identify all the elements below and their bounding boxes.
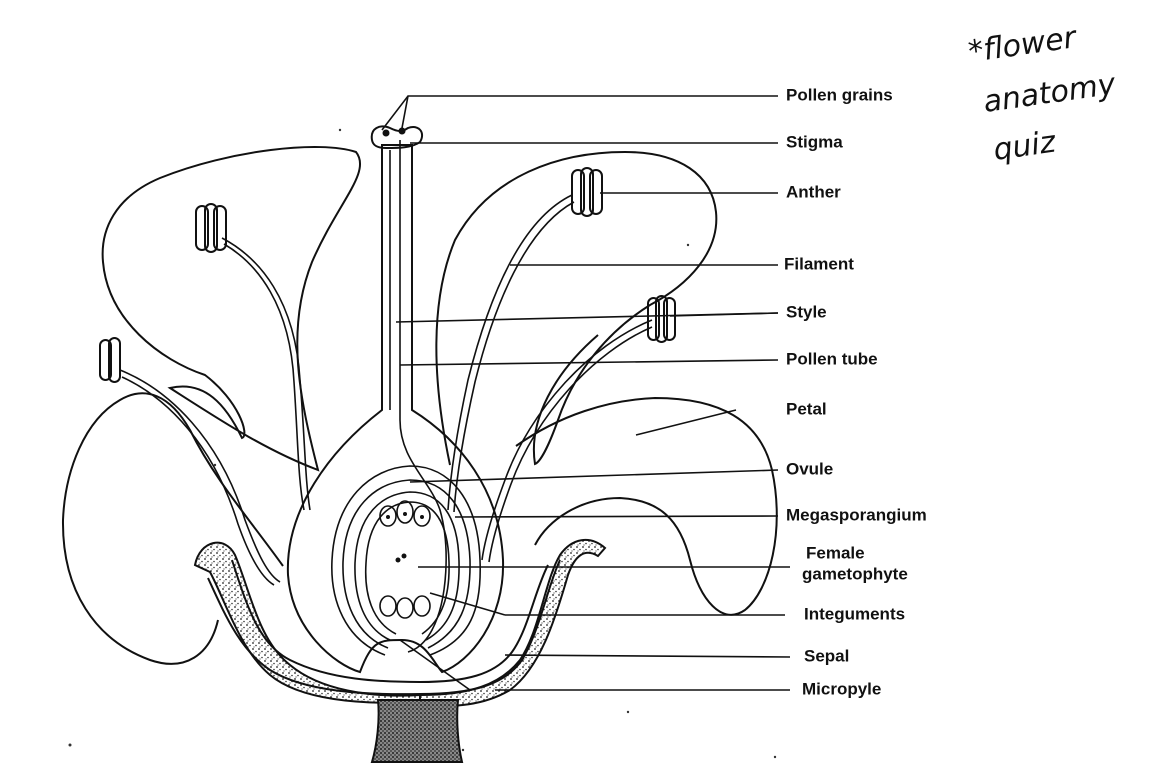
stigma-shape — [370, 125, 424, 150]
filament-left-lower-b — [121, 376, 275, 586]
label-style: Style — [786, 302, 827, 321]
filament-left-upper — [221, 237, 311, 511]
scan-dot — [213, 463, 217, 467]
cell-2 — [396, 500, 414, 524]
pollen-tube — [399, 140, 447, 653]
left-upper-petal — [101, 146, 362, 472]
handwritten-note-line1: *flower — [966, 20, 1080, 70]
scan-dot — [338, 128, 342, 132]
filament-right-lower-b — [488, 326, 653, 563]
scan-dot — [773, 755, 777, 759]
ovule-outer — [331, 465, 482, 656]
label-stigma: Stigma — [786, 132, 843, 151]
scan-dot — [686, 243, 690, 247]
scan-dot — [626, 710, 630, 714]
label-ovule: Ovule — [786, 459, 833, 478]
ovary-wall — [286, 144, 505, 674]
cell-4 — [379, 595, 397, 617]
filament-left-upper-b — [223, 243, 305, 511]
filament-right-lower — [481, 319, 653, 561]
petal-pointer — [635, 409, 737, 436]
handwritten-note-line2: anatomy — [981, 67, 1119, 120]
label-sepal: Sepal — [804, 646, 849, 665]
label-megasporangium: Megasporangium — [786, 505, 927, 524]
leader-lines — [381, 95, 791, 691]
integument-inner — [354, 491, 460, 641]
pollen-grain-2 — [398, 127, 406, 135]
label-micropyle: Micropyle — [802, 679, 881, 698]
cell-3 — [413, 505, 431, 527]
pollen-grain-1 — [382, 129, 390, 137]
integument-outer — [342, 479, 471, 649]
polar-nucleus-2 — [401, 553, 407, 559]
cell-1 — [379, 505, 397, 527]
anther-right-upper — [571, 167, 603, 217]
left-lower-petal — [61, 392, 284, 665]
cell-6 — [413, 595, 431, 617]
cell-5 — [396, 597, 414, 619]
nucleus-1 — [386, 515, 390, 519]
handwritten-note-line3: quiz — [991, 124, 1059, 167]
label-integuments: Integuments — [804, 604, 905, 623]
label-anther: Anther — [786, 182, 841, 201]
anther-right-lower — [647, 295, 676, 343]
inner-cup — [231, 559, 549, 684]
scan-dot — [68, 743, 72, 747]
flower-stalk — [370, 699, 464, 763]
label-filament: Filament — [784, 254, 854, 273]
anther-left-upper — [195, 203, 227, 253]
label-pollen-grains: Pollen grains — [786, 85, 893, 104]
filament-right-upper-b — [453, 201, 575, 513]
anther-left-lower — [99, 337, 121, 383]
filament-left-lower — [119, 369, 281, 583]
receptacle — [207, 559, 561, 696]
nucleus-2 — [403, 512, 407, 516]
filament-right-upper — [447, 194, 573, 511]
label-pollen-tube: Pollen tube — [786, 349, 878, 368]
label-female-gametophyte-line1: Female — [806, 543, 865, 562]
right-upper-petal — [435, 150, 718, 466]
polar-nucleus-1 — [395, 557, 401, 563]
nucleus-3 — [420, 515, 424, 519]
megasporangium-wall — [364, 501, 450, 635]
scan-dot — [461, 748, 465, 752]
right-petal — [515, 396, 778, 616]
label-petal: Petal — [786, 399, 827, 418]
label-female-gametophyte-line2: gametophyte — [802, 564, 908, 583]
